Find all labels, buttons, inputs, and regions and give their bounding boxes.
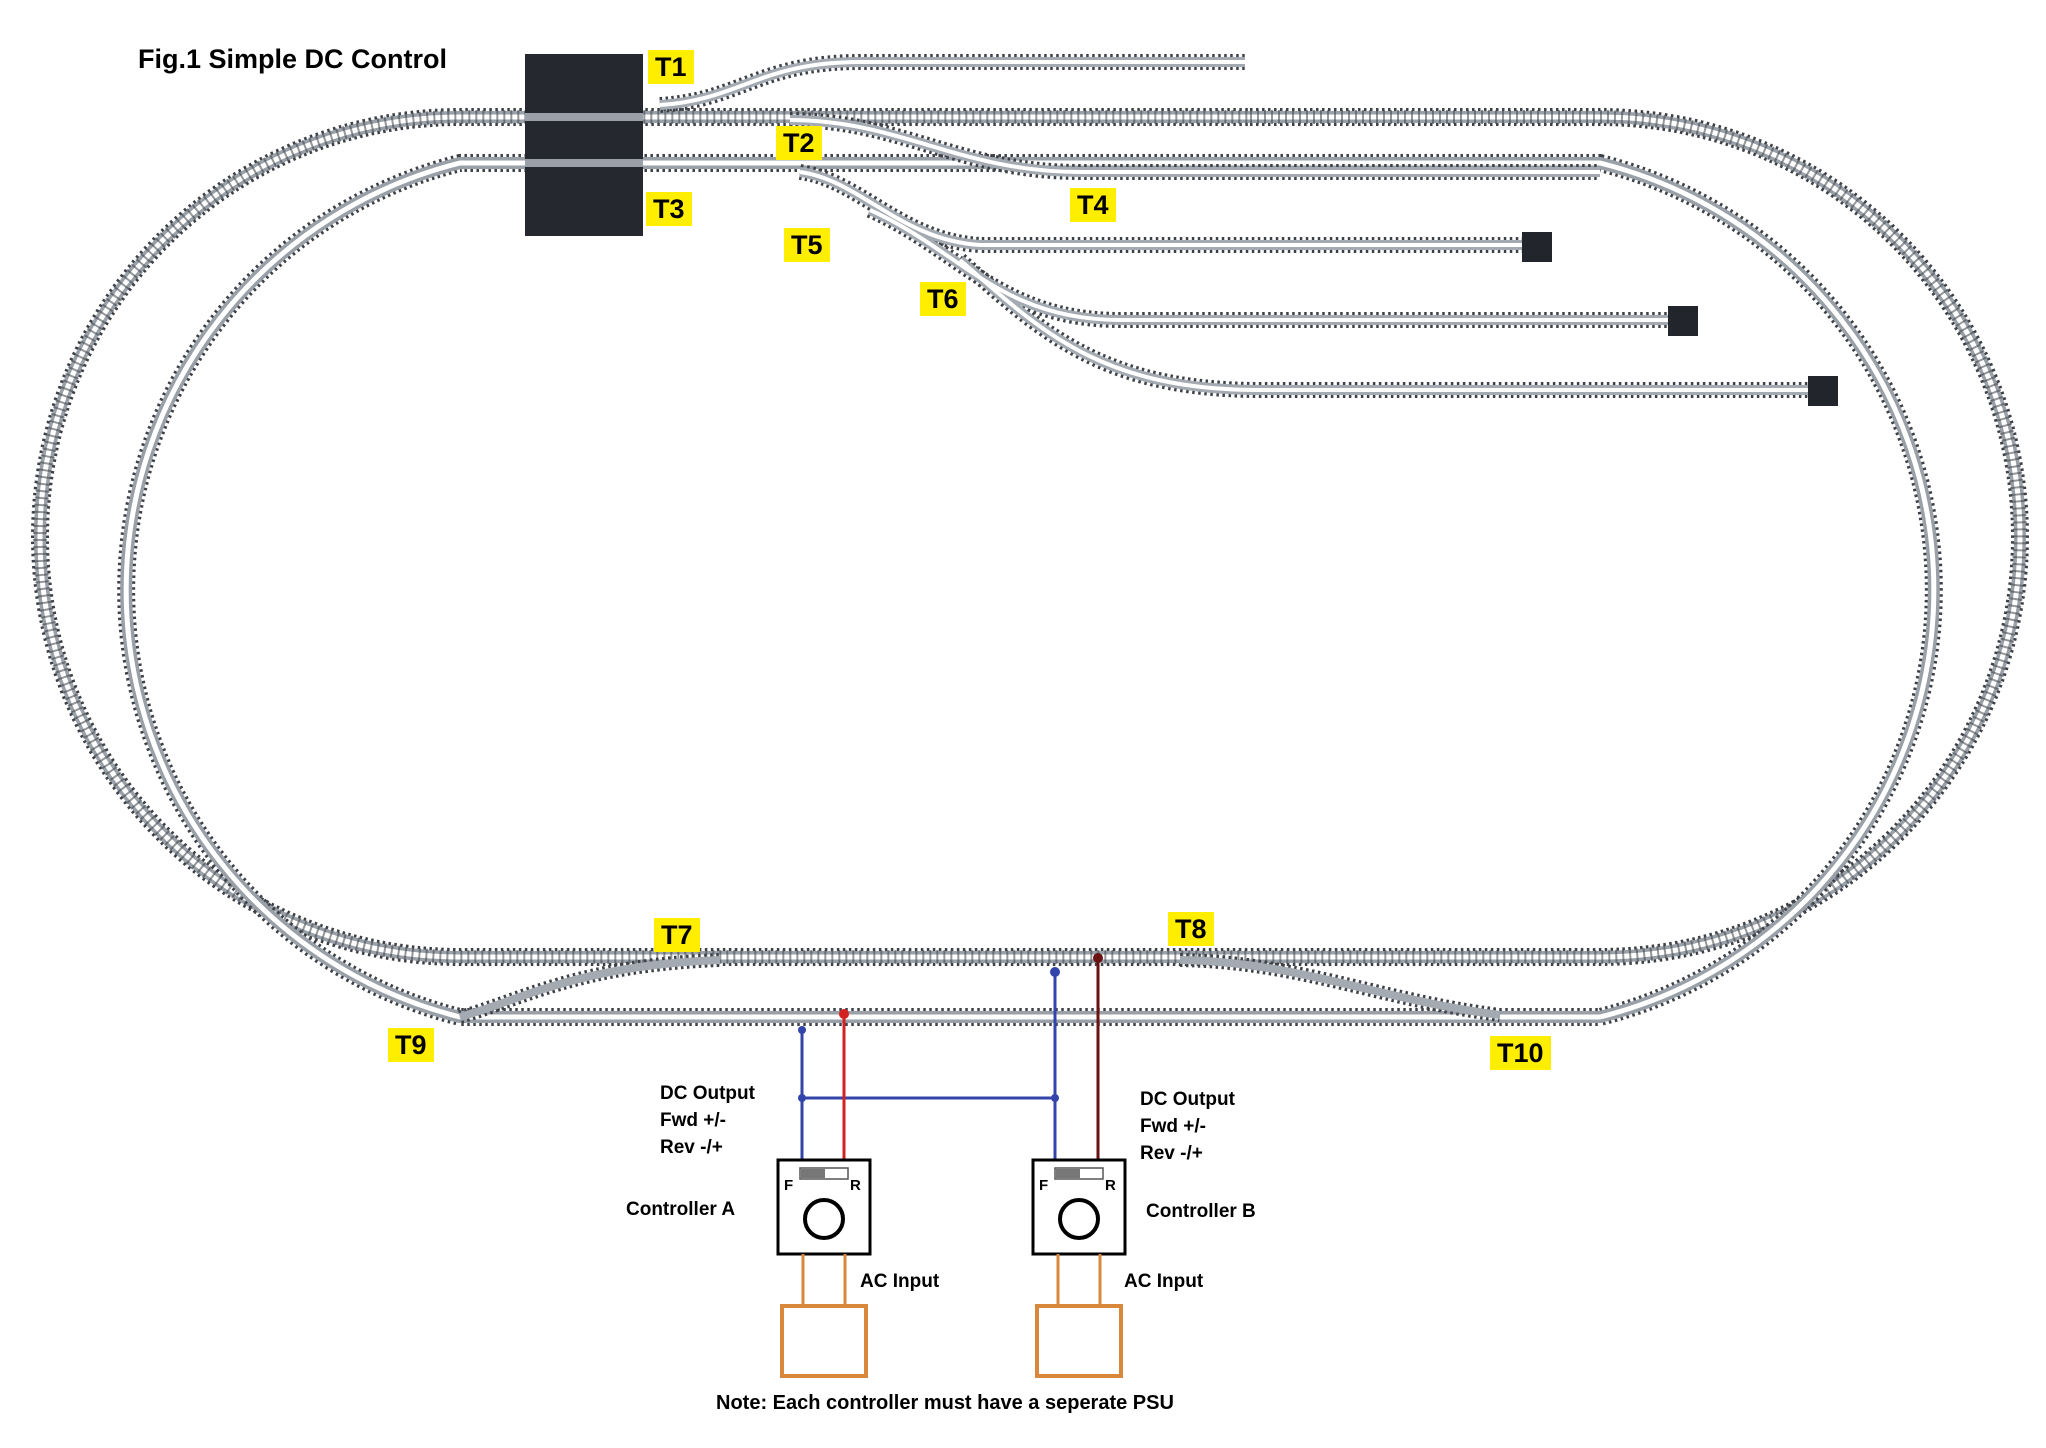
buffer-stops bbox=[1522, 232, 1838, 406]
buffer-stop bbox=[1522, 232, 1552, 262]
psu-a bbox=[780, 1304, 868, 1378]
reverse-polarity: Rev -/+ bbox=[1140, 1143, 1203, 1164]
controller-a-name: Controller A bbox=[626, 1199, 736, 1220]
turnout-label-t7: T7 bbox=[654, 918, 700, 952]
figure-title: Fig.1 Simple DC Control bbox=[138, 44, 448, 74]
buffer-stop bbox=[1808, 376, 1838, 406]
bottom-crossovers bbox=[458, 953, 1501, 1024]
forward-polarity: Fwd +/- bbox=[660, 1110, 726, 1131]
turnout-label-t2: T2 bbox=[776, 126, 822, 160]
controller-a-input-label: AC Input bbox=[860, 1271, 940, 1292]
reverse-mark: R bbox=[850, 1177, 861, 1194]
station-building bbox=[525, 54, 643, 236]
output-title: DC Output bbox=[660, 1083, 755, 1104]
turnout-label-t10: T10 bbox=[1490, 1036, 1551, 1070]
turnout-label-t5: T5 bbox=[784, 228, 830, 262]
controller-b-output-label: DC Output Fwd +/- Rev -/+ bbox=[1140, 1086, 1235, 1167]
turnout-label-t1: T1 bbox=[648, 50, 694, 84]
controller-b-name: Controller B bbox=[1146, 1201, 1256, 1222]
speed-knob bbox=[803, 1198, 845, 1240]
station-sidings bbox=[659, 54, 1820, 398]
turnout-label-t8: T8 bbox=[1168, 912, 1214, 946]
controller-a-output-label: DC Output Fwd +/- Rev -/+ bbox=[660, 1080, 755, 1161]
turnout-label-t3: T3 bbox=[646, 192, 692, 226]
controller-b: F R bbox=[1031, 1158, 1127, 1378]
reverse-mark: R bbox=[1105, 1177, 1116, 1194]
inner-loop-track bbox=[117, 154, 1943, 1026]
turnout-label-t4: T4 bbox=[1070, 188, 1116, 222]
speed-knob bbox=[1058, 1198, 1100, 1240]
forward-polarity: Fwd +/- bbox=[1140, 1116, 1206, 1137]
controller-b-input-label: AC Input bbox=[1124, 1271, 1204, 1292]
turnout-label-t9: T9 bbox=[388, 1028, 434, 1062]
psu-b bbox=[1035, 1304, 1123, 1378]
buffer-stop bbox=[1668, 306, 1698, 336]
output-title: DC Output bbox=[1140, 1089, 1235, 1110]
wiring bbox=[798, 953, 1103, 1160]
forward-mark: F bbox=[784, 1177, 793, 1194]
psu-note: Note: Each controller must have a sepera… bbox=[716, 1392, 1174, 1414]
forward-mark: F bbox=[1039, 1177, 1048, 1194]
controller-a: F R bbox=[776, 1158, 872, 1378]
reverse-polarity: Rev -/+ bbox=[660, 1137, 723, 1158]
outer-loop-track bbox=[31, 108, 2029, 966]
turnout-label-t6: T6 bbox=[920, 282, 966, 316]
